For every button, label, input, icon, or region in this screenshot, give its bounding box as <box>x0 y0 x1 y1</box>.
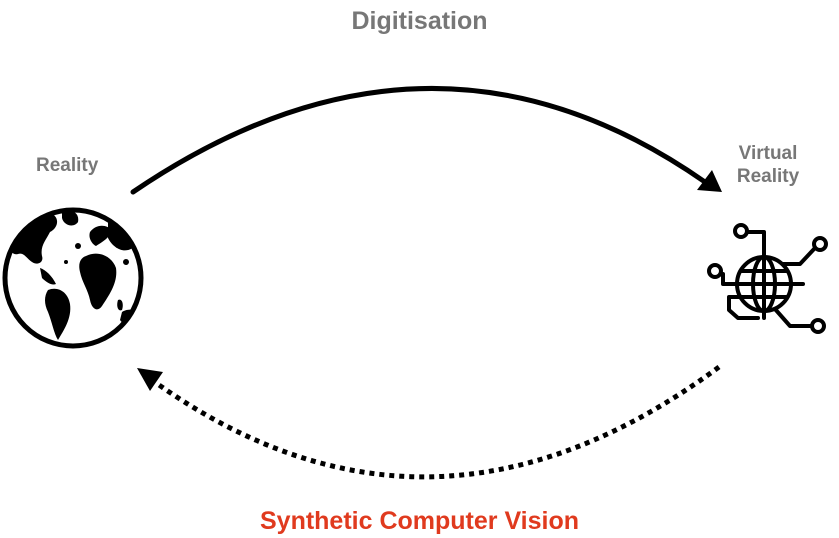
virtual-reality-label-line2: Reality <box>736 165 800 187</box>
synthetic-vision-arrow <box>150 364 721 480</box>
synthetic-vision-arrowhead <box>137 368 163 391</box>
globe-icon <box>2 207 144 349</box>
virtual-reality-label-line1: Virtual <box>738 143 798 164</box>
virtual-reality-label: Virtual Reality <box>726 143 810 189</box>
synthetic-computer-vision-label: Synthetic Computer Vision <box>259 507 580 535</box>
digitisation-arrow <box>130 86 708 195</box>
digitisation-label: Digitisation <box>351 7 488 35</box>
digitisation-arrowhead <box>697 170 722 192</box>
circuit-globe-icon <box>707 223 828 334</box>
reality-label: Reality <box>36 155 99 176</box>
